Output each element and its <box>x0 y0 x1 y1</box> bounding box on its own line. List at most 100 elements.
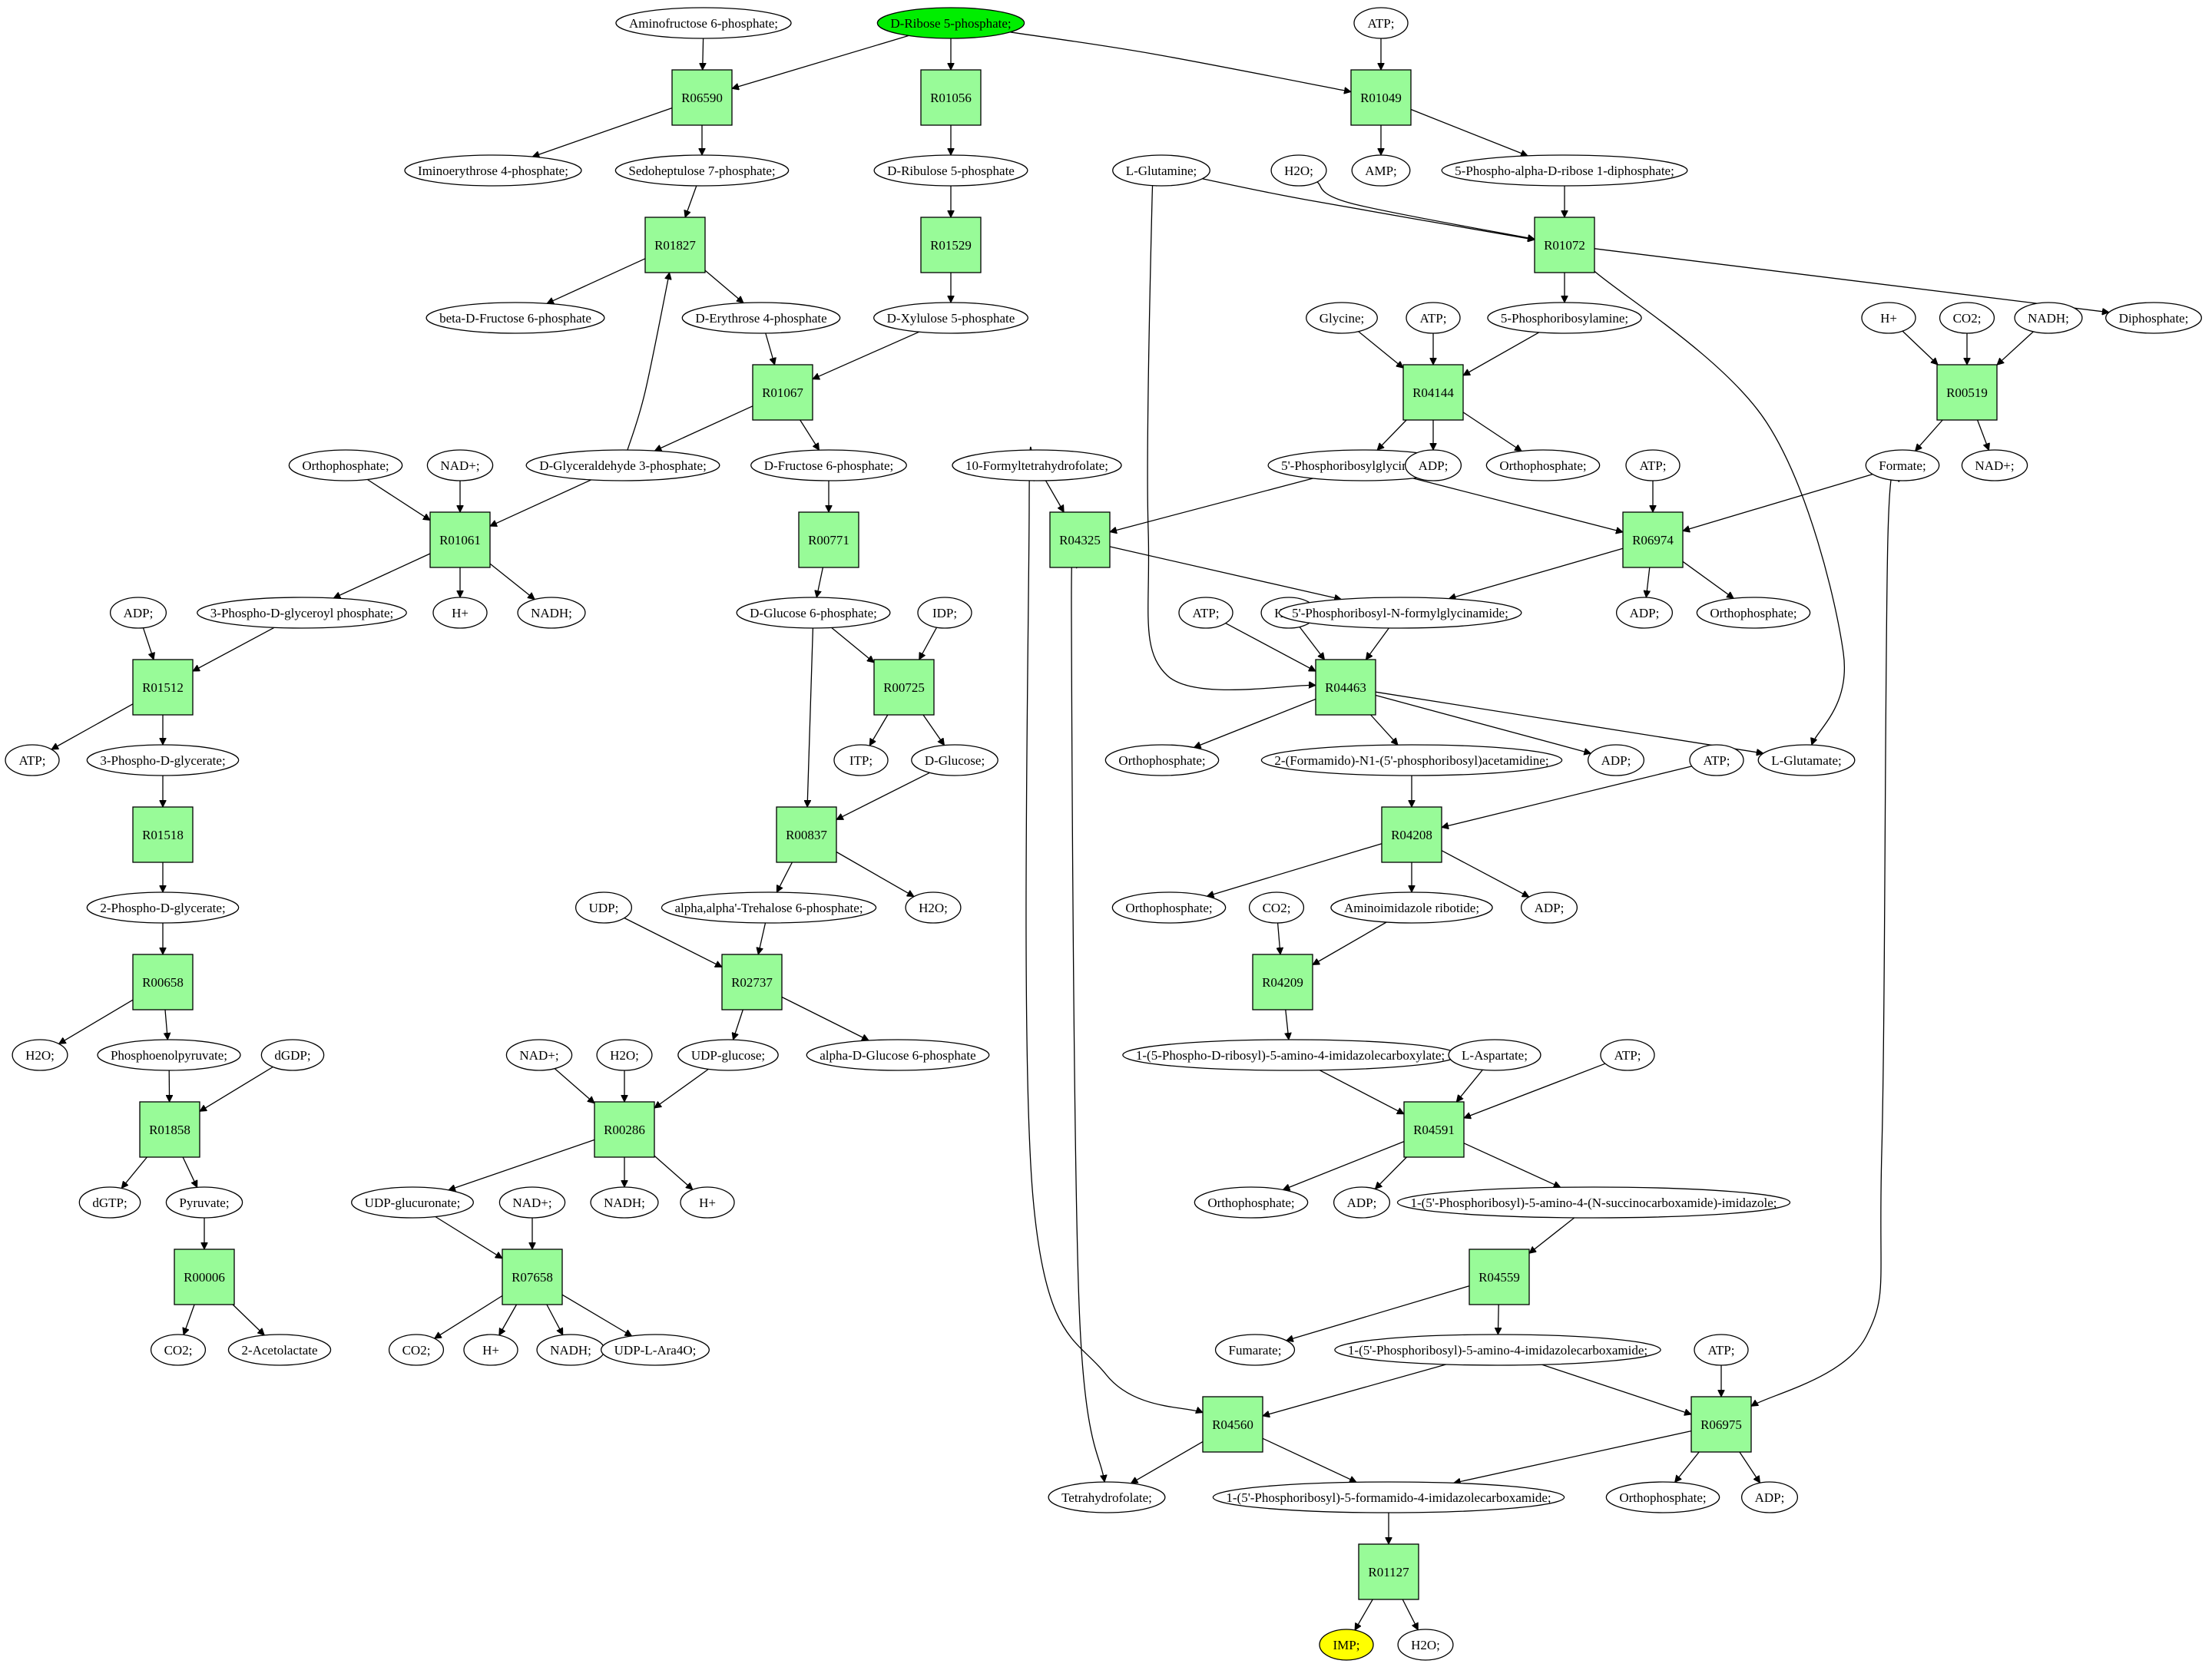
edge-R02737-to-c_ag6p <box>781 996 869 1041</box>
node-label: Orthophosphate; <box>1207 1196 1294 1210</box>
reaction-node-r04560: R04560 <box>1202 1396 1263 1453</box>
node-label: Formate; <box>1879 458 1926 473</box>
node-label: H2O; <box>1284 164 1313 178</box>
compound-ellipse <box>1961 449 2028 481</box>
node-label: UDP; <box>589 901 619 915</box>
node-label: 10-Formyltetrahydrofolate; <box>965 458 1108 473</box>
edge-c_r5p-to-R06590 <box>732 35 909 88</box>
compound-ellipse <box>1587 744 1645 776</box>
node-label: ADP; <box>1535 901 1565 915</box>
compound-node-atp: ATP; <box>5 744 60 776</box>
compound-ellipse <box>596 1039 653 1071</box>
compound-ellipse <box>806 1039 990 1071</box>
compound-node-adp: ADP; <box>1520 891 1578 924</box>
edge-c_amf6p-to-R06590 <box>703 38 704 70</box>
edge-c_aicar-to-R04560 <box>1263 1364 1446 1416</box>
edge-R04560-to-c_faicar <box>1262 1437 1356 1482</box>
node-label: ADP; <box>1601 753 1631 768</box>
reaction-node-r01529: R01529 <box>920 217 982 273</box>
compound-node-atp: ATP; <box>1353 7 1409 39</box>
compound-node-idp: IDP; <box>917 597 972 629</box>
compound-node-orthophosphate: Orthophosphate; <box>1696 597 1811 629</box>
compound-ellipse <box>463 1334 518 1366</box>
compound-node-co2: CO2; <box>1939 302 1995 334</box>
edge-R07658-to-c_co2_7658 <box>435 1295 503 1339</box>
compound-ellipse <box>517 597 586 629</box>
node-label: ADP; <box>1755 1490 1785 1505</box>
compound-ellipse <box>750 449 907 481</box>
node-label: CO2; <box>402 1343 431 1358</box>
node-label: R00006 <box>184 1270 225 1285</box>
reaction-box <box>1315 659 1376 716</box>
edge-c_10fthf-to-R04560 <box>1025 446 1203 1412</box>
compound-node-10-formyltetrahydrofolate: 10-Formyltetrahydrofolate; <box>952 449 1122 481</box>
reaction-node-r07658: R07658 <box>502 1249 563 1305</box>
compound-ellipse <box>1048 1481 1166 1513</box>
edge-c_10fthf-to-R04325 <box>1045 480 1065 512</box>
node-label: H+ <box>1880 311 1897 326</box>
compound-node-h2o: H2O; <box>1270 154 1327 187</box>
edge-c_h2o_1072-to-R01072 <box>1316 181 1535 240</box>
compound-ellipse <box>873 302 1028 334</box>
reaction-node-r06975: R06975 <box>1690 1396 1752 1453</box>
edge-R04144-to-c_gar <box>1377 419 1407 450</box>
compound-node-itp: ITP; <box>833 744 889 776</box>
edge-c_glc-to-R00837 <box>836 772 930 820</box>
node-label: H+ <box>482 1343 499 1358</box>
reaction-node-r06974: R06974 <box>1622 511 1684 568</box>
edge-R00286-to-c_udpgluc <box>449 1139 595 1190</box>
edge-c_pi_1061-to-R01061 <box>367 478 430 521</box>
node-label: 2-Acetolactate <box>241 1343 317 1358</box>
compound-node-5-phosphoribosyl-n-formylglycinamide: 5'-Phosphoribosyl-N-formylglycinamide; <box>1278 597 1522 629</box>
compound-ellipse <box>1694 1334 1749 1366</box>
node-label: D-Fructose 6-phosphate; <box>764 458 894 473</box>
compound-ellipse <box>833 744 889 776</box>
compound-ellipse <box>404 154 582 187</box>
compound-ellipse <box>1111 891 1227 924</box>
reaction-node-r04325: R04325 <box>1049 511 1111 568</box>
compound-ellipse <box>917 597 972 629</box>
reaction-node-r00519: R00519 <box>1936 364 1998 421</box>
compound-ellipse <box>1600 1039 1655 1071</box>
edge-c_t6p-to-R02737 <box>758 922 767 954</box>
reaction-node-r04591: R04591 <box>1403 1101 1465 1158</box>
node-label: UDP-glucose; <box>691 1048 765 1063</box>
compound-node-2-acetolactate: 2-Acetolactate <box>227 1334 332 1366</box>
reaction-box <box>798 511 859 568</box>
reaction-box <box>873 659 935 716</box>
edge-R00837-to-c_t6p <box>776 862 793 892</box>
compound-ellipse <box>1104 744 1220 776</box>
node-label: Diphosphate; <box>2119 311 2189 326</box>
compound-ellipse <box>426 302 605 334</box>
edge-R00658-to-c_pep <box>165 1009 167 1040</box>
compound-node-dgtp: dGTP; <box>78 1186 141 1219</box>
edge-c_hplus_519-to-R00519 <box>1902 330 1938 365</box>
compound-ellipse <box>2105 302 2202 334</box>
edge-c_nadh_519-to-R00519 <box>1997 331 2034 365</box>
node-label: Iminoerythrose 4-phosphate; <box>418 164 568 178</box>
compound-node-adp: ADP; <box>109 597 167 629</box>
edge-R01858-to-c_dgtp <box>121 1156 147 1189</box>
compound-node-formate: Formate; <box>1865 449 1940 481</box>
edge-R02737-to-c_udpglc <box>733 1009 743 1040</box>
node-label: R01512 <box>142 680 184 695</box>
node-label: 1-(5'-Phosphoribosyl)-5-amino-4-(N-succi… <box>1410 1196 1777 1210</box>
node-label: H2O; <box>25 1048 55 1063</box>
compound-node-atp: ATP; <box>1689 744 1744 776</box>
compound-node-nadh: NADH; <box>517 597 586 629</box>
node-label: R04560 <box>1212 1417 1253 1432</box>
compound-node-diphosphate: Diphosphate; <box>2105 302 2202 334</box>
compound-ellipse <box>1333 1186 1391 1219</box>
compound-node-orthophosphate: Orthophosphate; <box>1104 744 1220 776</box>
edge-c_h2o_4463-to-R04463 <box>1299 627 1325 660</box>
node-label: NADH; <box>2028 311 2069 326</box>
edge-R04209-to-c_cair <box>1286 1009 1289 1040</box>
compound-node-imp: IMP; <box>1319 1629 1374 1661</box>
reaction-box <box>1202 1396 1263 1453</box>
compound-ellipse <box>1260 744 1563 776</box>
compound-node-nad: NAD+; <box>498 1186 566 1219</box>
node-label: H+ <box>699 1196 716 1210</box>
node-label: D-Xylulose 5-phosphate <box>887 311 1015 326</box>
compound-ellipse <box>600 1334 710 1366</box>
edge-c_fgar-to-R04463 <box>1366 627 1389 660</box>
